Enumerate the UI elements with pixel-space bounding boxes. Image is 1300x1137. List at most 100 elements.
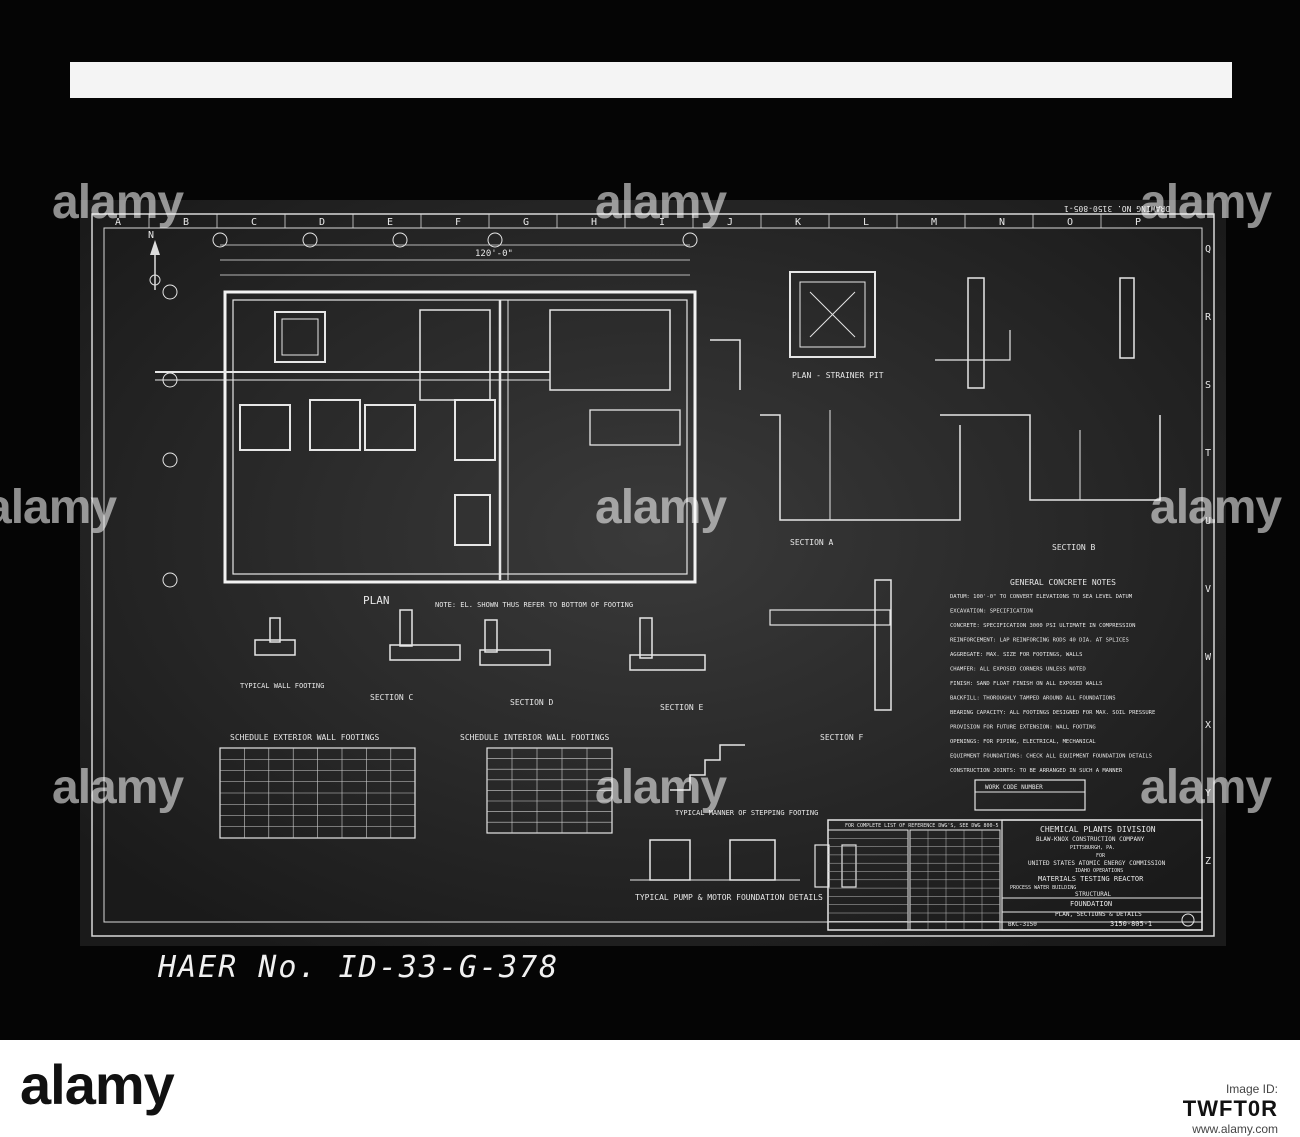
pump-foundation: [630, 839, 857, 888]
column-letter: J: [727, 217, 733, 228]
column-letter: N: [999, 217, 1005, 228]
watermark: alamy: [595, 481, 727, 534]
row-letter: S: [1205, 380, 1211, 391]
row-letter: U: [1205, 516, 1211, 527]
column-letter: E: [387, 217, 393, 228]
row-letter: X: [1205, 720, 1211, 731]
section-f-label: SECTION F: [820, 733, 864, 742]
stepping-footing-title: TYPICAL MANNER OF STEPPING FOOTING: [675, 809, 818, 817]
note-line: EXCAVATION: SPECIFICATION: [950, 609, 1033, 615]
notes-title: GENERAL CONCRETE NOTES: [1010, 578, 1116, 587]
haer-caption: HAER No. ID-33-G-378: [158, 950, 560, 985]
row-letter: R: [1205, 312, 1212, 323]
image-id-block: Image ID: TWFT0R www.alamy.com: [1183, 1082, 1278, 1136]
column-letter: L: [863, 217, 869, 228]
column-letter: G: [523, 217, 529, 228]
tb-project: MATERIALS TESTING REACTOR: [1038, 875, 1144, 883]
image-id-label: Image ID:: [1225, 1082, 1278, 1096]
north-arrow-icon: N: [148, 230, 161, 290]
tb-dwg-prefix: BKC-3150: [1008, 921, 1037, 928]
work-code-box: [974, 779, 1086, 811]
section-d-label: SECTION D: [510, 698, 554, 707]
watermark: alamy: [1140, 176, 1272, 229]
note-line: AGGREGATE: MAX. SIZE FOR FOOTINGS, WALLS: [950, 652, 1082, 658]
image-id-value: TWFT0R: [1182, 1096, 1278, 1121]
tb-operations: IDAHO OPERATIONS: [1075, 868, 1123, 874]
column-letter: P: [1135, 217, 1141, 228]
drawing-no-top: DRAWING NO. 3150-805-1: [1064, 204, 1170, 213]
watermark: alamy: [595, 761, 727, 814]
work-code-title: WORK CODE NUMBER: [985, 784, 1043, 791]
general-concrete-notes: DATUM: 100'-0" TO CONVERT ELEVATIONS TO …: [950, 594, 1155, 774]
tb-company: BLAW-KNOX CONSTRUCTION COMPANY: [1036, 836, 1145, 843]
tb-for: FOR: [1096, 853, 1106, 859]
row-letter: W: [1205, 652, 1212, 663]
stepping-footing: [670, 744, 745, 791]
column-letter: K: [795, 217, 801, 228]
reference-note: FOR COMPLETE LIST OF REFERENCE DWG'S, SE…: [845, 823, 999, 829]
plan-note: NOTE: EL. SHOWN THUS REFER TO BOTTOM OF …: [435, 601, 633, 609]
north-label: N: [148, 230, 154, 241]
foundation-plan: [155, 232, 698, 588]
typical-wall-footing: TYPICAL WALL FOOTING: [240, 682, 324, 690]
row-letter: Q: [1205, 244, 1211, 255]
note-line: REINFORCEMENT: LAP REINFORCING RODS 40 D…: [950, 638, 1129, 644]
small-sections: [254, 579, 892, 711]
schedule-ext-title: SCHEDULE EXTERIOR WALL FOOTINGS: [230, 733, 379, 742]
stock-footer: [0, 1040, 1300, 1137]
note-line: EQUIPMENT FOUNDATIONS: CHECK ALL EQUIPME…: [950, 754, 1152, 760]
site-url[interactable]: www.alamy.com: [1192, 1122, 1278, 1136]
tb-subject3: PLAN, SECTIONS & DETAILS: [1055, 911, 1142, 918]
column-letter: D: [319, 217, 325, 228]
watermark: alamy: [52, 176, 184, 229]
watermark: alamy: [1140, 761, 1272, 814]
column-letter: O: [1067, 217, 1073, 228]
column-letter: M: [931, 217, 937, 228]
alamy-logo[interactable]: alamy: [20, 1053, 175, 1116]
row-letter: Z: [1205, 856, 1211, 867]
title-block: [827, 819, 1203, 931]
column-letter: A: [115, 217, 121, 228]
tb-subject1: STRUCTURAL: [1075, 891, 1112, 898]
column-letter: F: [455, 217, 461, 228]
plan-title: PLAN: [363, 594, 390, 607]
tb-client: UNITED STATES ATOMIC ENERGY COMMISSION: [1028, 860, 1166, 867]
section-e-label: SECTION E: [660, 703, 704, 712]
detail-title: PLAN - STRAINER PIT: [792, 371, 884, 380]
note-line: OPENINGS: FOR PIPING, ELECTRICAL, MECHAN…: [950, 739, 1096, 745]
note-line: CHAMFER: ALL EXPOSED CORNERS UNLESS NOTE…: [950, 667, 1086, 673]
watermark: alamy: [595, 176, 727, 229]
note-line: BEARING CAPACITY: ALL FOOTINGS DESIGNED …: [950, 710, 1155, 716]
watermark: alamy: [52, 761, 184, 814]
note-line: FINISH: SAND FLOAT FINISH ON ALL EXPOSED…: [950, 681, 1102, 687]
film-edge-strip: [70, 62, 1232, 98]
schedule-grid-lines: [220, 748, 612, 838]
strainer-pit-detail: [710, 271, 876, 390]
note-line: PROVISION FOR FUTURE EXTENSION: WALL FOO…: [950, 725, 1096, 731]
section-c-label: SECTION C: [370, 693, 414, 702]
section-a-label: SECTION A: [790, 538, 834, 547]
tb-city: PITTSBURGH, PA.: [1070, 845, 1115, 851]
tb-subject2: FOUNDATION: [1070, 900, 1112, 908]
inner-border: [103, 227, 1203, 923]
pump-title: TYPICAL PUMP & MOTOR FOUNDATION DETAILS: [635, 893, 823, 902]
schedule-int-title: SCHEDULE INTERIOR WALL FOOTINGS: [460, 733, 609, 742]
note-line: CONCRETE: SPECIFICATION 3000 PSI ULTIMAT…: [950, 623, 1135, 629]
outer-border: [91, 213, 1215, 937]
tb-division: CHEMICAL PLANTS DIVISION: [1040, 825, 1156, 834]
tb-building: PROCESS WATER BUILDING: [1010, 885, 1076, 891]
row-letter: V: [1205, 584, 1211, 595]
plan-dimension: 120'-0": [475, 249, 513, 259]
note-line: BACKFILL: THOROUGHLY TAMPED AROUND ALL F…: [950, 696, 1116, 702]
note-line: DATUM: 100'-0" TO CONVERT ELEVATIONS TO …: [950, 594, 1133, 600]
tb-dwg-number: 3150-805-1: [1110, 920, 1152, 928]
watermark: alamy: [1150, 481, 1282, 534]
row-letter: T: [1205, 448, 1211, 459]
watermark: alamy: [0, 481, 117, 534]
sections-right: [760, 277, 1161, 521]
column-letter: H: [591, 217, 597, 228]
section-b-label: SECTION B: [1052, 543, 1096, 552]
